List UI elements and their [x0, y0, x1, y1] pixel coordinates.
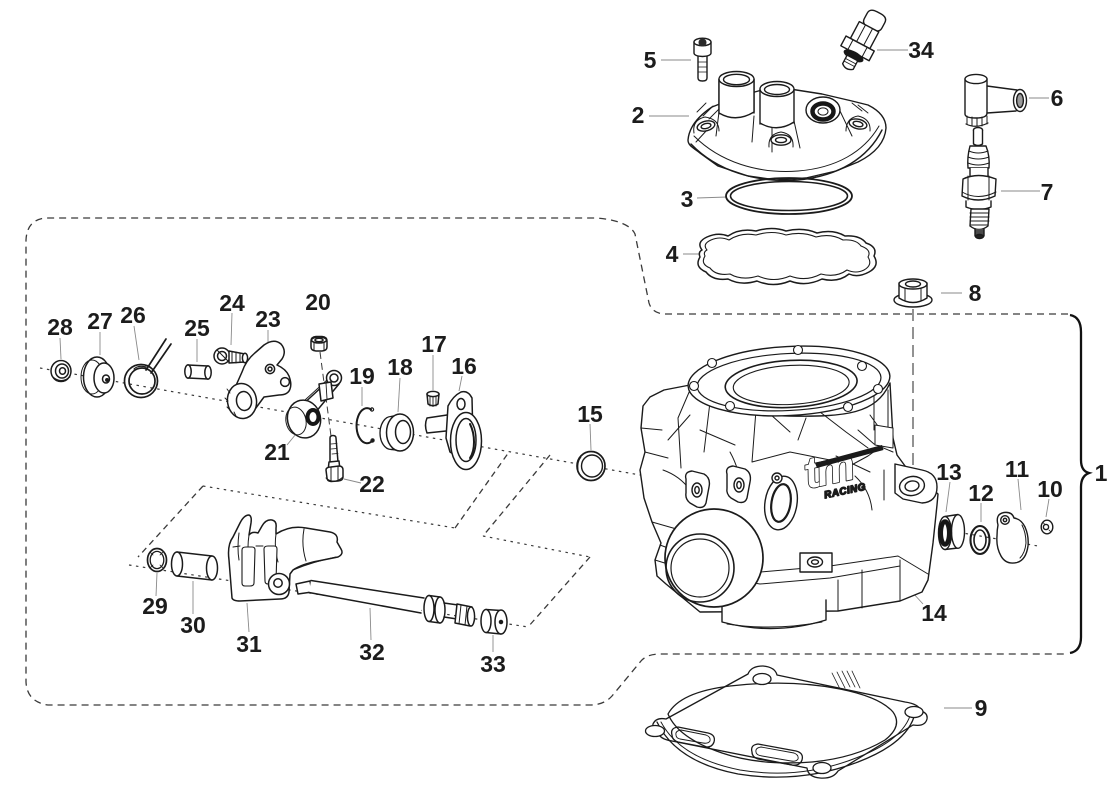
svg-text:13: 13: [936, 459, 962, 485]
svg-text:2: 2: [632, 102, 645, 128]
svg-text:33: 33: [480, 651, 506, 677]
svg-text:1: 1: [1095, 460, 1108, 486]
svg-text:21: 21: [264, 439, 290, 465]
svg-text:16: 16: [451, 353, 477, 379]
svg-text:22: 22: [359, 471, 385, 497]
svg-text:10: 10: [1037, 476, 1063, 502]
svg-text:4: 4: [666, 241, 679, 267]
svg-text:25: 25: [184, 315, 210, 341]
svg-text:17: 17: [421, 331, 447, 357]
svg-text:12: 12: [968, 480, 994, 506]
svg-text:19: 19: [349, 363, 375, 389]
svg-text:8: 8: [969, 280, 982, 306]
svg-text:24: 24: [219, 290, 245, 316]
svg-text:3: 3: [681, 186, 694, 212]
svg-text:18: 18: [387, 354, 413, 380]
svg-text:29: 29: [142, 593, 168, 619]
svg-text:5: 5: [644, 47, 657, 73]
svg-text:6: 6: [1051, 85, 1064, 111]
svg-text:26: 26: [120, 302, 146, 328]
svg-text:23: 23: [255, 306, 281, 332]
svg-text:34: 34: [908, 37, 934, 63]
svg-text:20: 20: [305, 289, 331, 315]
svg-text:28: 28: [47, 314, 73, 340]
svg-text:27: 27: [87, 308, 113, 334]
svg-text:32: 32: [359, 639, 385, 665]
svg-text:15: 15: [577, 401, 603, 427]
svg-text:9: 9: [975, 695, 988, 721]
svg-text:31: 31: [236, 631, 262, 657]
svg-text:11: 11: [1005, 456, 1030, 482]
svg-text:7: 7: [1041, 179, 1054, 205]
svg-text:14: 14: [921, 600, 947, 626]
svg-text:30: 30: [180, 612, 206, 638]
